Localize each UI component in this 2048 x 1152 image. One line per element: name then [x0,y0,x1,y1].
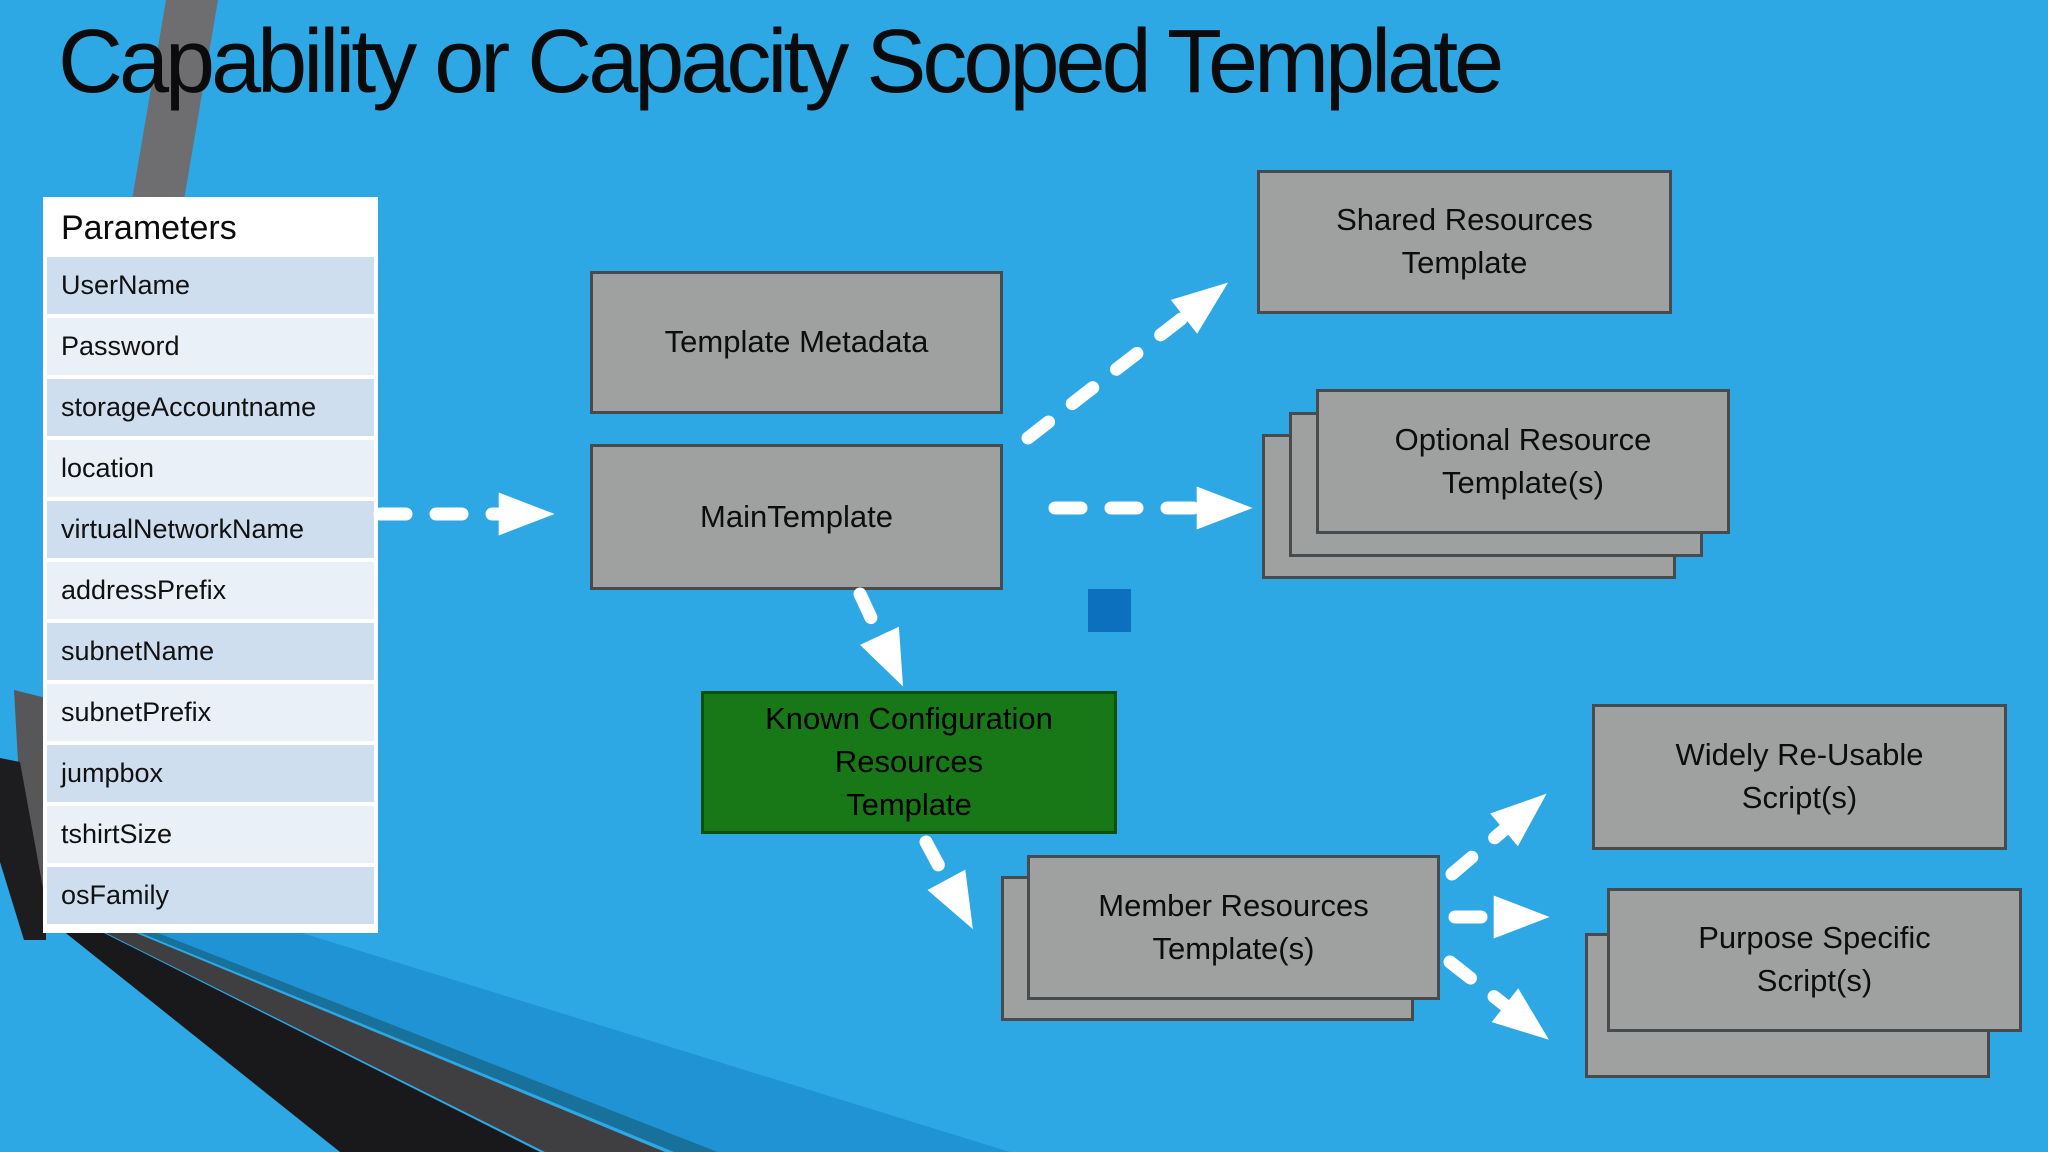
parameter-row: Password [47,318,374,375]
ribbon-left-gray [14,690,46,940]
node-optional-resource-label: Optional Resource Template(s) [1394,421,1652,500]
node-template-metadata: Template Metadata [590,271,1003,414]
node-shared-resources-label: Shared Resources Template [1336,202,1593,280]
node-purpose-specific-label: Purpose Specific Script(s) [1698,920,1931,998]
arrow-maintemplate-to-knownconfig [853,587,904,687]
arrow-maintemplate-to-shared [1021,282,1229,445]
node-known-configuration-label: Known Configuration Resources Template [765,701,1053,822]
ribbon-bottom-blue [158,933,1010,1152]
node-member-resources-template: Member Resources Template(s) [1027,855,1440,1000]
arrow-knownconfig-to-member [919,835,973,930]
arrow-member-to-purpose-specific [1443,955,1549,1040]
node-template-metadata-label: Template Metadata [664,324,929,360]
ribbon-bottom-charcoal [102,931,665,1152]
parameter-row: location [47,440,374,497]
slide-title: Capability or Capacity Scoped Template [58,12,1504,112]
ribbon-bottom-teal [141,933,718,1152]
node-widely-reusable-label: Widely Re-Usable Script(s) [1675,737,1924,815]
ribbon-left-black [0,758,46,940]
parameter-row: virtualNetworkName [47,501,374,558]
ribbon-bottom-black [62,930,540,1152]
node-known-configuration-template: Known Configuration Resources Template [701,691,1117,834]
node-main-template: MainTemplate [590,444,1003,590]
node-optional-resource-template: Optional Resource Template(s) [1316,389,1730,534]
node-widely-reusable-scripts: Widely Re-Usable Script(s) [1592,704,2007,850]
parameter-row: tshirtSize [47,806,374,863]
accent-square [1088,589,1131,632]
parameter-row: subnetName [47,623,374,680]
parameter-row: jumpbox [47,745,374,802]
parameter-row: osFamily [47,867,374,924]
arrow-member-to-widely-reusable [1445,793,1547,881]
node-member-resources-label: Member Resources Template(s) [1098,887,1369,966]
parameters-header: Parameters [47,197,374,257]
node-main-template-label: MainTemplate [700,498,893,534]
node-purpose-specific-scripts: Purpose Specific Script(s) [1607,888,2022,1032]
parameter-row: subnetPrefix [47,684,374,741]
parameter-row: storageAccountname [47,379,374,436]
parameter-row: addressPrefix [47,562,374,619]
node-shared-resources-template: Shared Resources Template [1257,170,1672,314]
parameter-row: UserName [47,257,374,314]
